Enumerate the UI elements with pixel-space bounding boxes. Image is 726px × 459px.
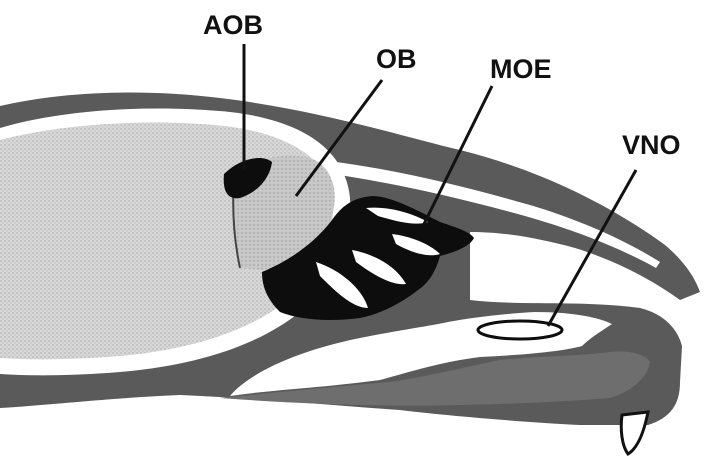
label-vno: VNO: [622, 130, 681, 160]
incisor-tooth: [621, 412, 648, 454]
label-ob: OB: [376, 44, 417, 74]
label-aob: AOB: [203, 10, 263, 40]
label-moe: MOE: [490, 54, 552, 84]
